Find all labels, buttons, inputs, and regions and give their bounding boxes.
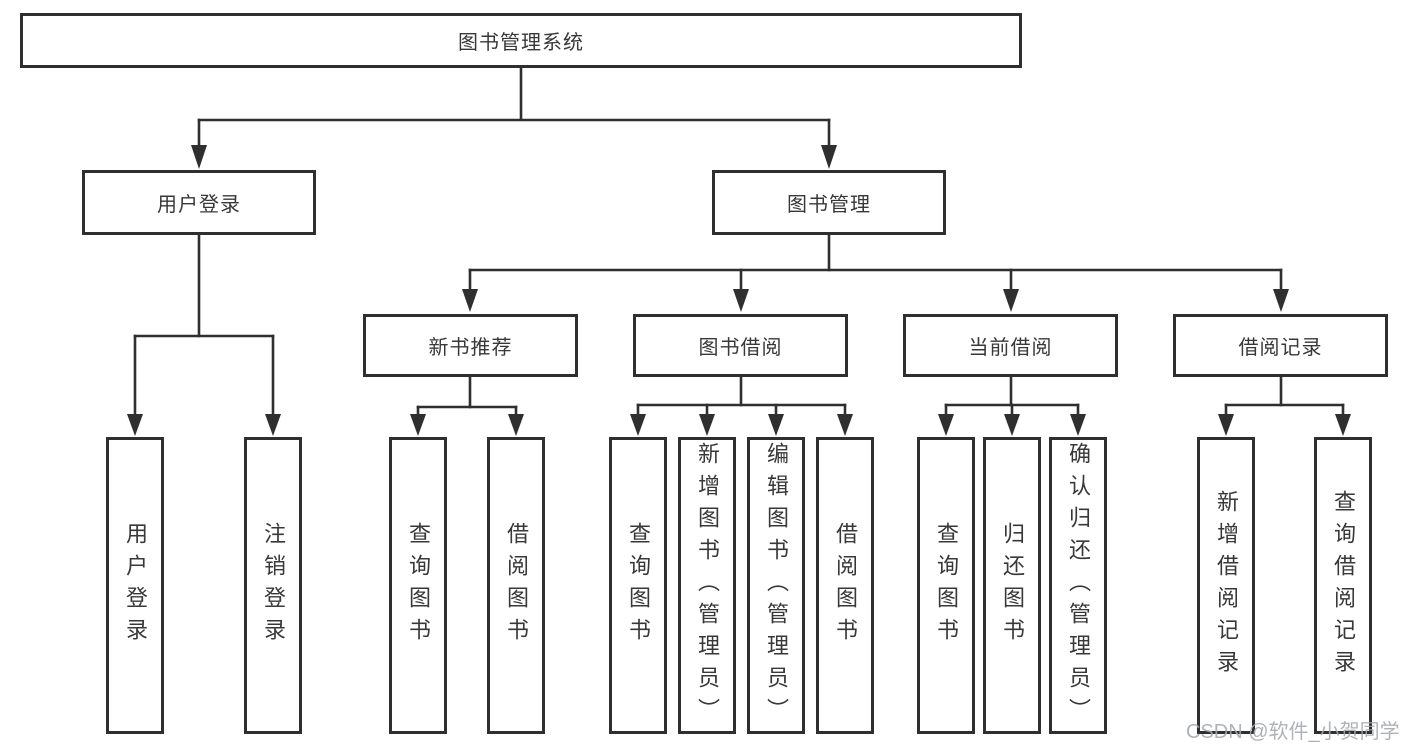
node-borrow-records: 借阅记录 — [1173, 314, 1388, 377]
node-user-login: 用户登录 — [82, 170, 316, 235]
node-label: 查询图书 — [626, 521, 651, 650]
csdn-watermark: CSDN @软件_小贺同学 — [1186, 721, 1400, 743]
node-label: 确认归还（管理员） — [1066, 441, 1091, 730]
node-label: 查询图书 — [406, 521, 431, 650]
connector-new-book-recommend-children — [410, 377, 524, 436]
node-query-borrow-record: 查询借阅记录 — [1314, 437, 1372, 734]
node-label: 编辑图书（管理员） — [764, 441, 789, 730]
node-label: 用户登录 — [123, 521, 148, 650]
node-borrow-books-action: 借阅图书 — [816, 437, 874, 734]
node-book-borrow: 图书借阅 — [633, 314, 848, 377]
node-label: 注销登录 — [261, 521, 286, 650]
node-book-management: 图书管理 — [712, 170, 946, 235]
node-current-borrow: 当前借阅 — [903, 314, 1118, 377]
connector-root-to-level2 — [191, 68, 837, 169]
node-label: 归还图书 — [1000, 521, 1025, 650]
connector-book-management-children — [462, 235, 1289, 312]
node-logout-action: 注销登录 — [244, 437, 302, 734]
node-add-books-admin: 新增图书（管理员） — [678, 437, 736, 734]
node-query-books-recommend: 查询图书 — [389, 437, 447, 734]
node-edit-books-admin: 编辑图书（管理员） — [747, 437, 805, 734]
connector-book-borrow-children — [630, 377, 853, 436]
node-borrow-books-recommend: 借阅图书 — [487, 437, 545, 734]
node-label: 借阅图书 — [833, 521, 858, 650]
connector-user-login-children — [127, 235, 281, 436]
node-label: 新增借阅记录 — [1214, 489, 1239, 682]
node-user-login-action: 用户登录 — [106, 437, 164, 734]
node-return-books: 归还图书 — [983, 437, 1041, 734]
connector-borrow-records-children — [1218, 377, 1351, 436]
node-confirm-return-admin: 确认归还（管理员） — [1049, 437, 1107, 734]
node-query-books-borrow: 查询图书 — [609, 437, 667, 734]
node-label: 查询借阅记录 — [1331, 489, 1356, 682]
node-new-book-recommend: 新书推荐 — [363, 314, 578, 377]
node-query-books-current: 查询图书 — [917, 437, 975, 734]
node-label: 查询图书 — [934, 521, 959, 650]
connector-current-borrow-children — [938, 377, 1086, 436]
node-add-borrow-record: 新增借阅记录 — [1197, 437, 1255, 734]
node-library-system: 图书管理系统 — [20, 13, 1022, 68]
node-label: 新增图书（管理员） — [695, 441, 720, 730]
node-label: 借阅图书 — [504, 521, 529, 650]
